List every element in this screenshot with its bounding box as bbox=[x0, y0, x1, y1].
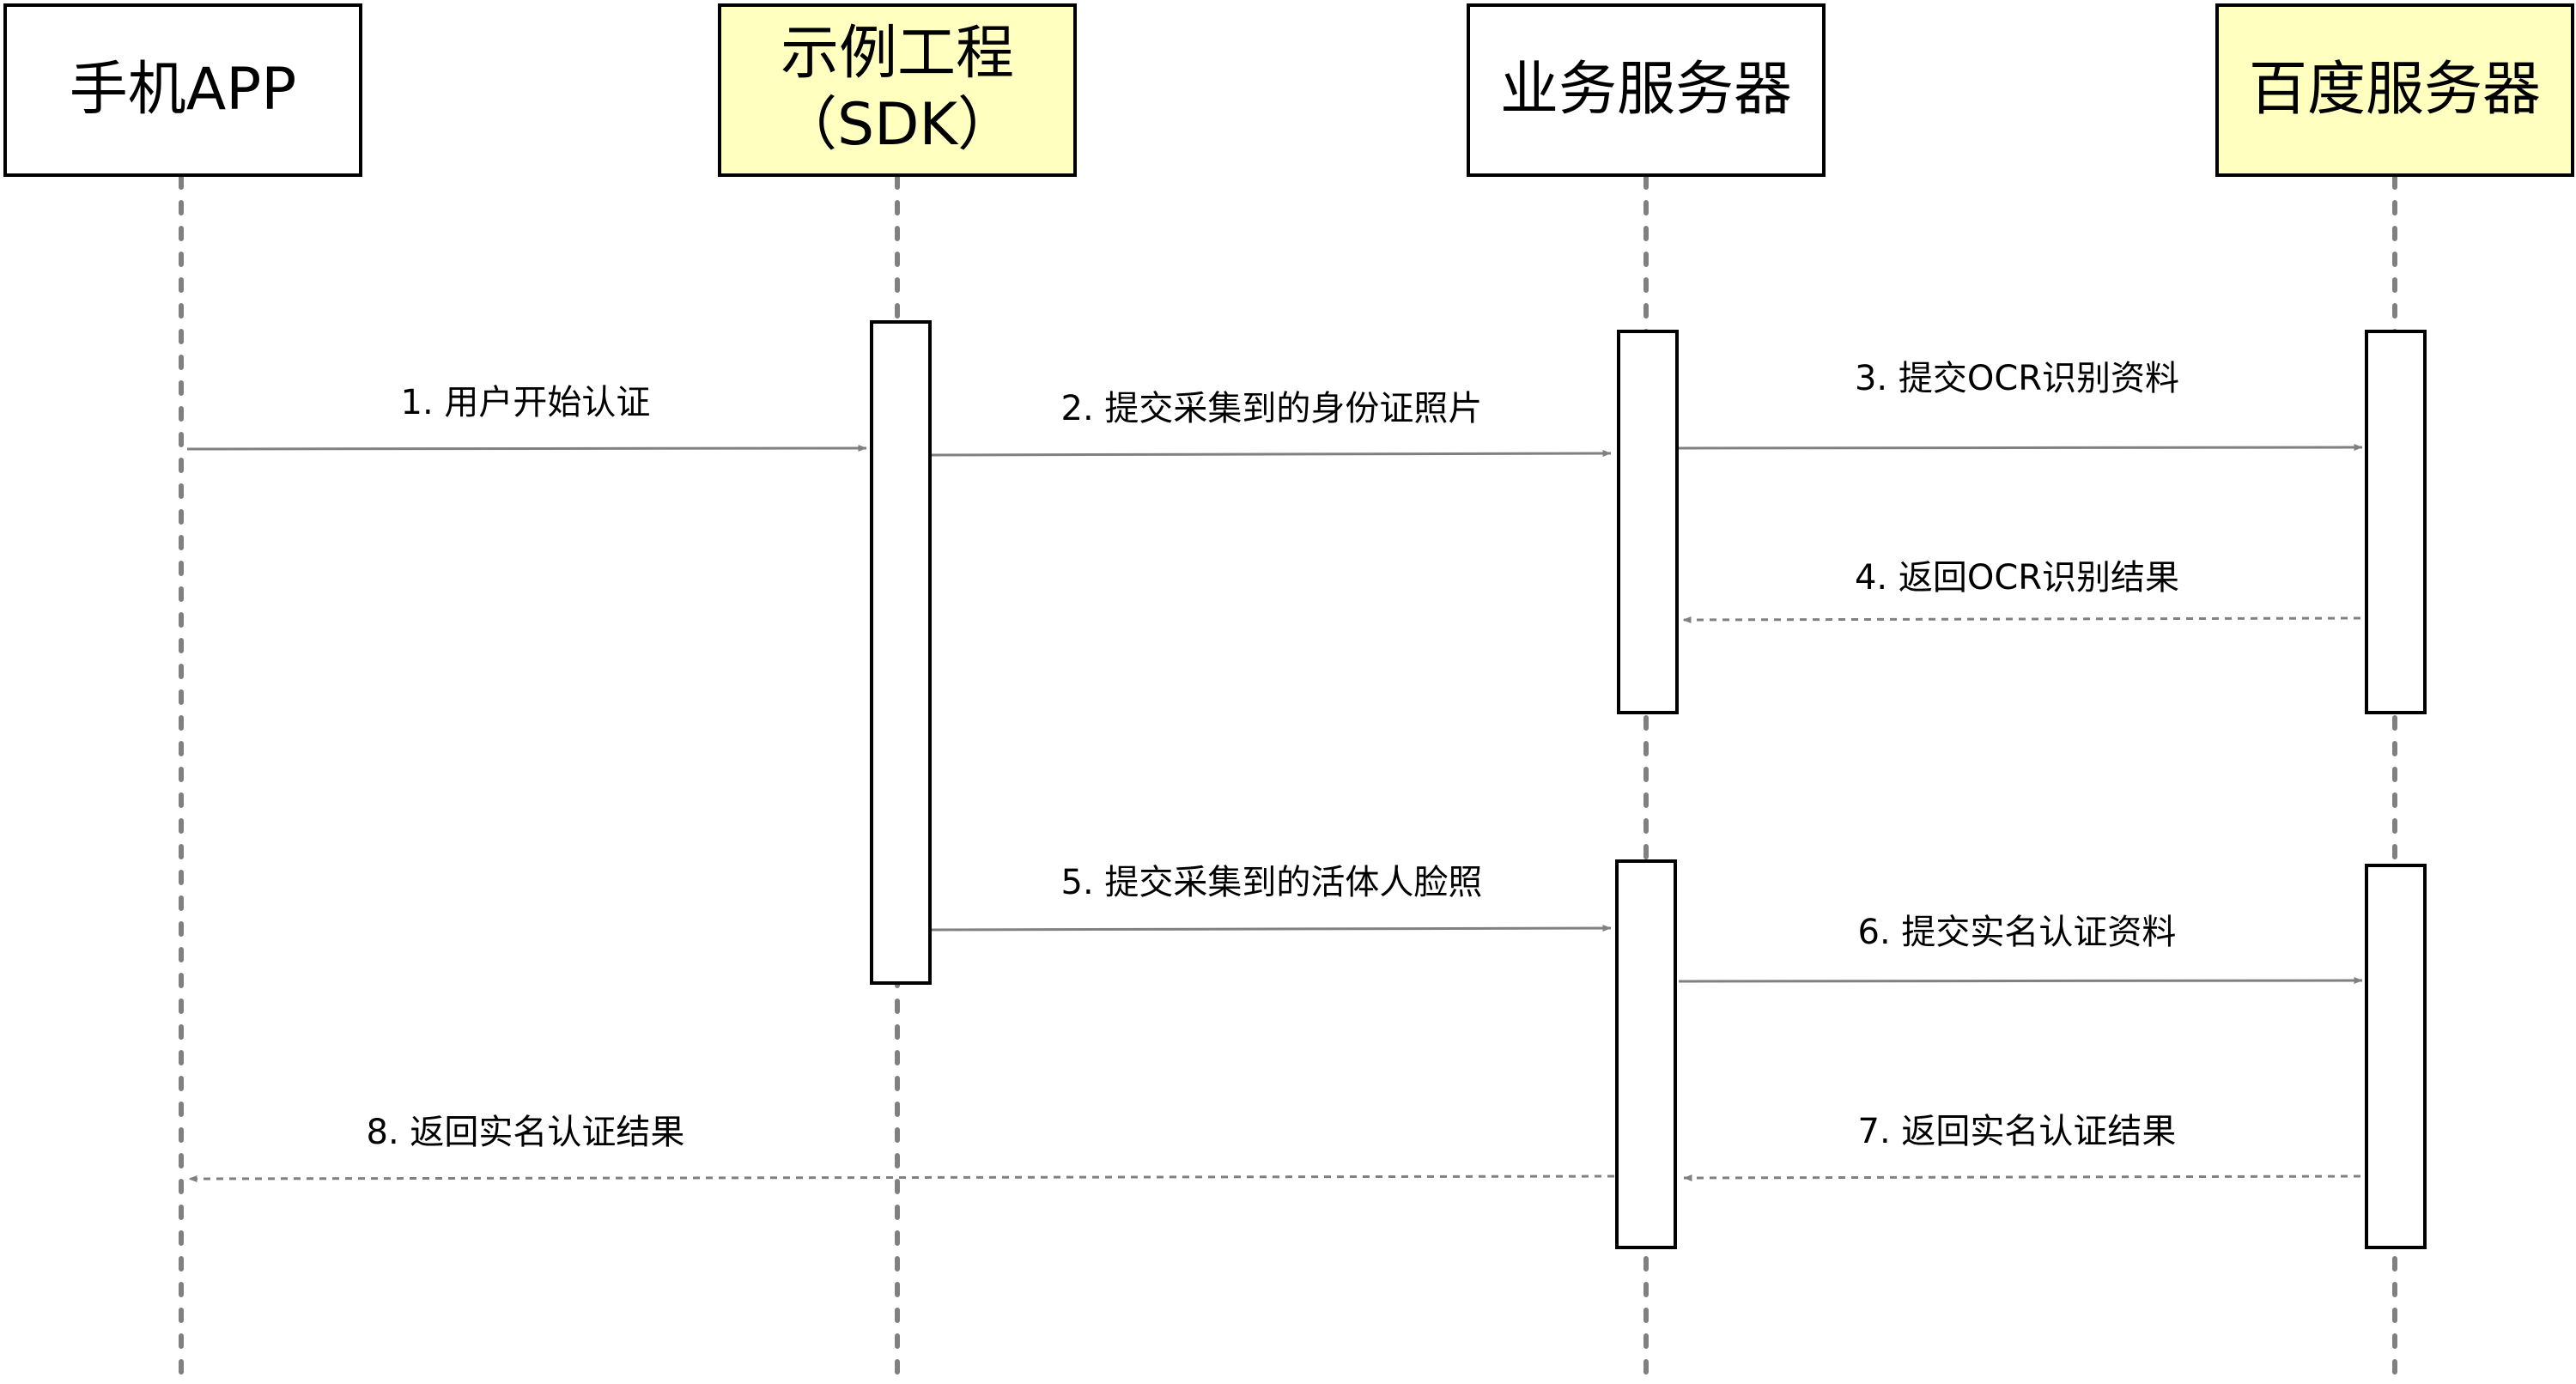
activation-bar-baidu-3 bbox=[2365, 330, 2427, 714]
message-label-6: 6. 提交实名认证资料 bbox=[1857, 913, 2177, 952]
participant-label-app: 手机APP bbox=[69, 55, 297, 124]
message-label-3: 3. 提交OCR识别资料 bbox=[1854, 359, 2180, 398]
message-label-4: 4. 返回OCR识别结果 bbox=[1854, 558, 2180, 598]
activation-bar-biz-4 bbox=[1615, 859, 1677, 1249]
participant-label-biz: 业务服务器 bbox=[1499, 55, 1792, 124]
participant-label-sdk: 示例工程 （SDK） bbox=[778, 20, 1017, 159]
activation-bar-biz-2 bbox=[1617, 330, 1679, 714]
message-arrow-5 bbox=[931, 925, 1612, 932]
participant-sdk: 示例工程 （SDK） bbox=[718, 3, 1077, 177]
activation-bar-sdk-1 bbox=[870, 320, 932, 985]
message-arrow-6 bbox=[1678, 977, 2363, 985]
message-label-1: 1. 用户开始认证 bbox=[400, 383, 651, 422]
message-label-5: 5. 提交采集到的活体人脸照 bbox=[1060, 863, 1483, 902]
message-arrow-4 bbox=[1682, 616, 2361, 623]
message-arrow-3 bbox=[1678, 444, 2363, 452]
participant-app: 手机APP bbox=[3, 3, 362, 177]
message-label-2: 2. 提交采集到的身份证照片 bbox=[1060, 389, 1483, 428]
participant-baidu: 百度服务器 bbox=[2215, 3, 2574, 177]
message-arrow-1 bbox=[186, 445, 867, 452]
participant-biz: 业务服务器 bbox=[1467, 3, 1826, 177]
participant-label-baidu: 百度服务器 bbox=[2248, 55, 2541, 124]
message-label-7: 7. 返回实名认证结果 bbox=[1857, 1112, 2177, 1151]
message-arrow-2 bbox=[931, 450, 1612, 458]
message-arrow-7 bbox=[1683, 1174, 2361, 1181]
activation-bar-baidu-5 bbox=[2365, 864, 2427, 1249]
message-label-8: 8. 返回实名认证结果 bbox=[366, 1113, 685, 1152]
message-arrow-8 bbox=[188, 1175, 1615, 1182]
